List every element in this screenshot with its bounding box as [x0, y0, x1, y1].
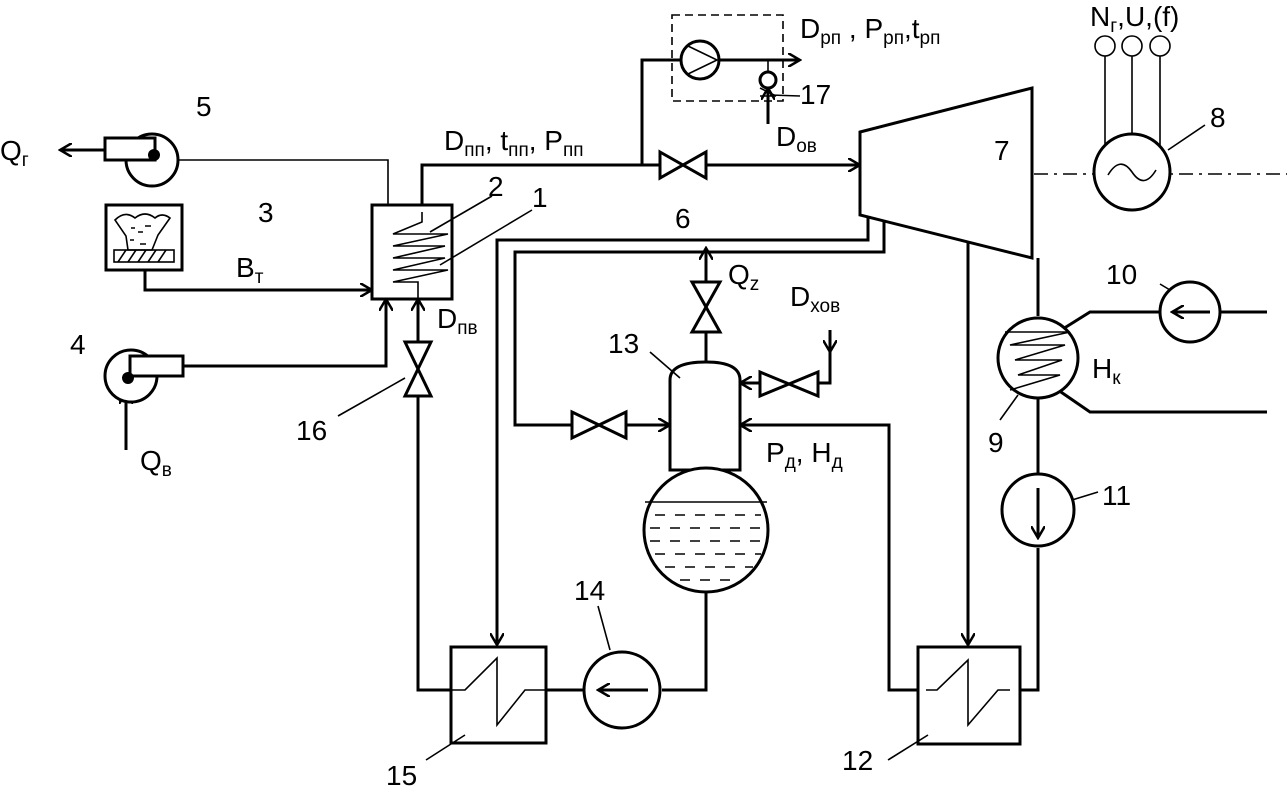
label-deaerator-params: Pд, Hд: [766, 437, 843, 473]
leader-line-15: [425, 734, 466, 761]
generator-icon: [1092, 35, 1172, 212]
number-16: 16: [296, 415, 327, 446]
number-10: 10: [1106, 259, 1137, 290]
flow-labels: Qг Qв Bт Dпв Dпп, tпп, Pпп Dрп , Pрп,tрп…: [0, 1, 1179, 481]
leader-line-17: [769, 94, 801, 97]
lp-heater-icon: [916, 645, 1022, 746]
number-6: 6: [675, 203, 691, 234]
label-q-air: Qв: [140, 445, 172, 481]
leader-line-2: [429, 195, 493, 233]
number-13: 13: [608, 328, 639, 359]
hp-heater-icon: [449, 645, 548, 745]
label-d-hov: Dхов: [790, 281, 840, 317]
leader-line-9: [999, 394, 1019, 421]
number-9: 9: [988, 427, 1004, 458]
number-14: 14: [574, 575, 605, 606]
turbine-icon: [858, 86, 1034, 260]
label-generator-out: Nг,U,(f): [1090, 1, 1179, 37]
deaerator-icon: [642, 360, 770, 594]
label-d-feed: Dпв: [437, 303, 478, 339]
feed-pump-icon: [582, 650, 662, 730]
number-12: 12: [842, 745, 873, 776]
piping: [60, 14, 1287, 692]
treated-water-valve-icon: [758, 369, 820, 399]
boiler-icon: [370, 203, 454, 301]
flue-gas-fan-icon: [103, 132, 180, 188]
leader-line-14: [597, 605, 611, 651]
extraction-pump-icon: [679, 39, 721, 81]
label-q-z: Qz: [728, 259, 759, 295]
leader-line-13: [649, 351, 681, 379]
component-numbers: 1 2 3 4 5 6 7 8 9 10 11 12 13 14 15 16 1…: [70, 79, 1226, 791]
fuel-bunker-icon: [104, 203, 184, 272]
number-1: 1: [532, 182, 548, 213]
number-3: 3: [258, 197, 274, 228]
air-fan-icon: [103, 348, 185, 404]
leader-line-12: [887, 734, 929, 761]
label-steam-params: Dпп, tпп, Pпп: [444, 125, 584, 161]
number-15: 15: [386, 760, 417, 791]
number-4: 4: [70, 329, 86, 360]
leader-line-11: [1071, 491, 1099, 501]
number-8: 8: [1210, 102, 1226, 133]
number-7: 7: [994, 135, 1010, 166]
leader-line-1: [439, 209, 533, 266]
number-2: 2: [488, 171, 504, 202]
label-d-ov: Dов: [776, 121, 817, 157]
label-extraction: Dрп , Pрп,tрп: [800, 13, 940, 49]
main-steam-valve-icon: [658, 149, 708, 181]
number-5: 5: [196, 91, 212, 122]
label-b-fuel: Bт: [236, 252, 264, 288]
condenser-icon: [996, 316, 1080, 400]
number-11: 11: [1102, 480, 1131, 511]
label-q-gas: Qг: [0, 135, 29, 171]
cooling-pump-icon: [1158, 280, 1222, 344]
leader-line-10: [1159, 283, 1171, 291]
desuperheater-valve-icon: [758, 70, 778, 97]
qz-valve-icon: [689, 280, 723, 334]
leader-line-16: [337, 377, 406, 417]
steam-to-deaerator-valve-icon: [570, 409, 628, 441]
label-h-cond: Hк: [1092, 353, 1121, 389]
feed-water-valve-icon: [402, 340, 434, 398]
condensate-pump-icon: [1000, 472, 1076, 548]
leader-line-8: [1167, 124, 1206, 151]
number-17: 17: [800, 79, 831, 110]
